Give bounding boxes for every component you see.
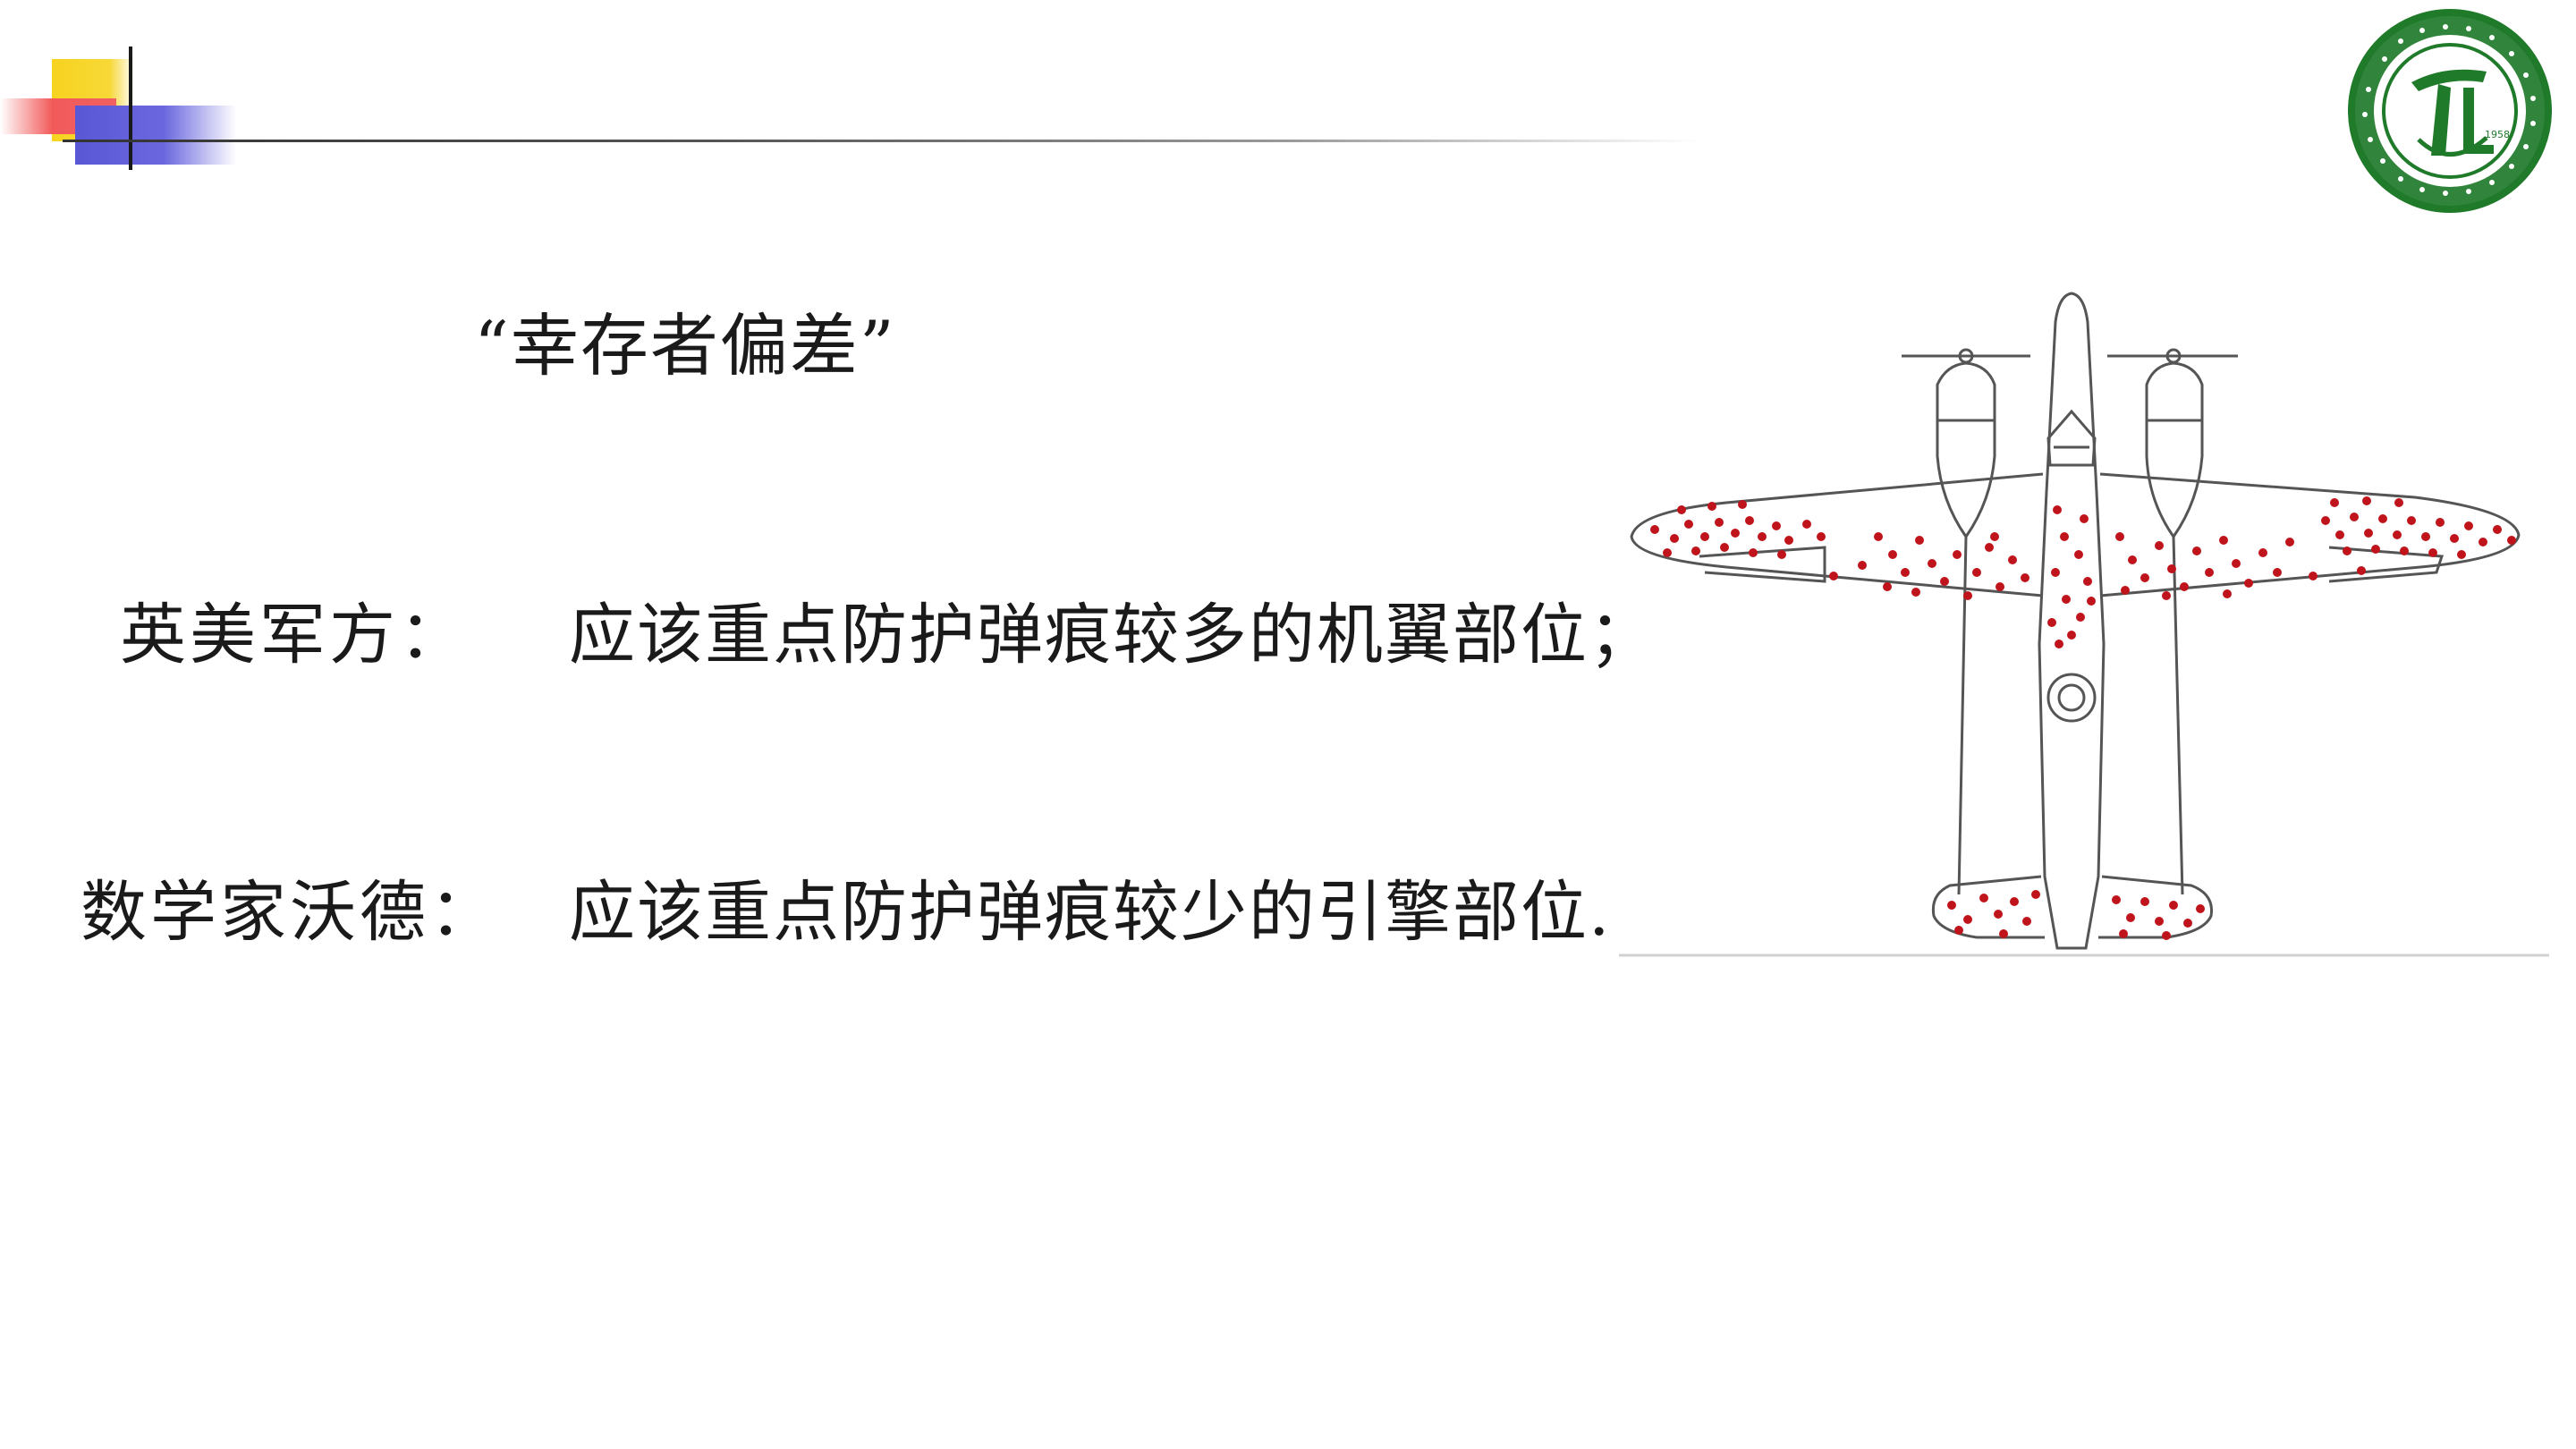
corner-decoration-vertical-line <box>129 47 132 170</box>
header-divider-line <box>63 140 1699 142</box>
corner-decoration-blue <box>75 106 236 165</box>
bullet-hole-airplane-diagram <box>1619 292 2549 957</box>
slide-title: “幸存者偏差” <box>474 306 896 386</box>
row-text-wald: 应该重点防护弹痕较少的引擎部位. <box>569 874 1612 951</box>
row-label-wald: 数学家沃德： <box>80 874 499 951</box>
row-label-military: 英美军方： <box>120 597 469 674</box>
row-text-military: 应该重点防护弹痕较多的机翼部位； <box>569 597 1657 674</box>
svg-text:1958: 1958 <box>2485 129 2510 140</box>
school-seal-icon: 1958 <box>2348 9 2552 213</box>
